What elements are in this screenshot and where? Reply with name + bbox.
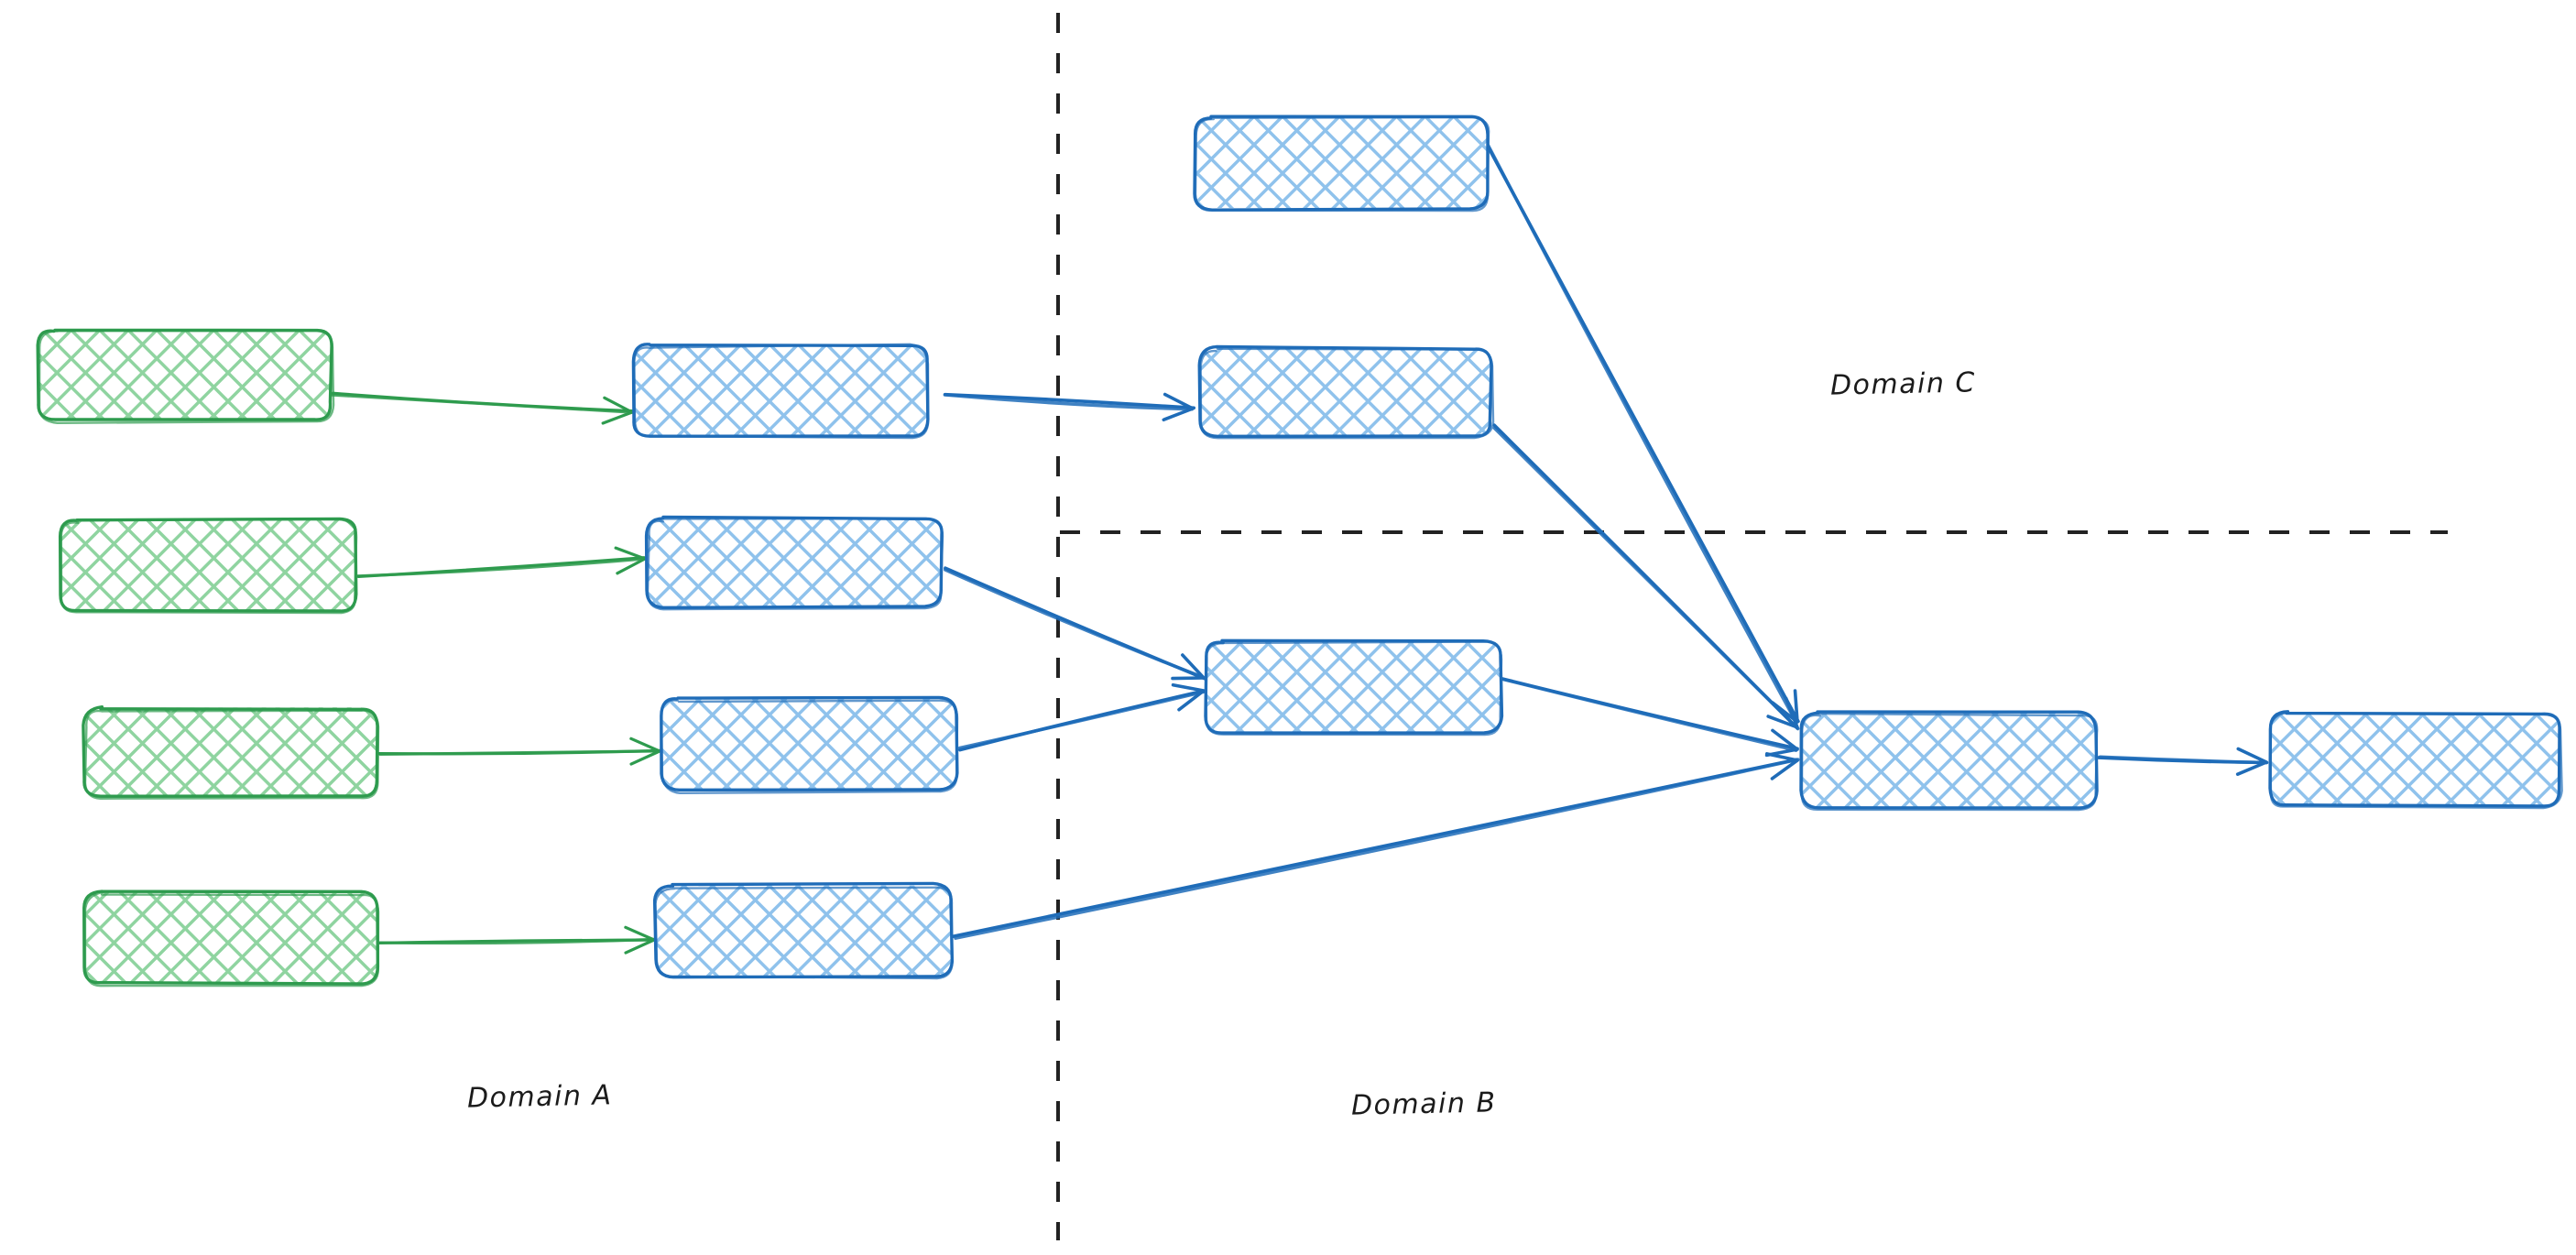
edge-line [1486, 143, 1798, 724]
arrowhead [2235, 747, 2268, 776]
edge-line [954, 758, 1800, 940]
edge-line [329, 393, 635, 414]
domain-c-label: Domain C [1829, 366, 1977, 402]
node-outline-sketch [1199, 347, 1495, 440]
edge-b3-to-c3 [957, 682, 1206, 752]
node-outline-sketch [1194, 115, 1490, 213]
edge-a2-to-b2 [355, 546, 648, 579]
arrowhead [614, 546, 647, 575]
edge-a3-to-b3 [377, 737, 662, 766]
node-outline-sketch [660, 699, 959, 795]
node-fill [38, 329, 333, 420]
arrowhead [629, 737, 661, 766]
node-fill [646, 518, 942, 607]
edge-line [944, 568, 1205, 680]
node-outline-sketch [2268, 712, 2563, 810]
node-outline-sketch [83, 709, 380, 800]
edge-c1-to-d1 [1484, 141, 1800, 724]
edge-line [2098, 755, 2268, 765]
node-fill [2269, 712, 2560, 807]
node-fill [1800, 712, 2097, 809]
node-outline-sketch [654, 886, 954, 980]
edge-line [943, 393, 1194, 411]
node-fill [1205, 641, 1501, 734]
node-b3[interactable] [660, 695, 959, 795]
edge-c3-to-d1 [1500, 677, 1799, 758]
node-a4[interactable] [82, 889, 380, 988]
node-b1[interactable] [631, 343, 930, 440]
node-outline-sketch [646, 517, 944, 611]
node-c2[interactable] [1197, 344, 1495, 440]
node-outline-sketch [1800, 712, 2099, 812]
node-b2[interactable] [644, 515, 944, 611]
node-outline-sketch [1205, 640, 1503, 737]
node-c3[interactable] [1204, 638, 1504, 737]
node-fill [1200, 347, 1492, 437]
edge-line [1500, 677, 1798, 752]
node-outline-sketch [38, 329, 335, 424]
arrowhead [1764, 728, 1799, 758]
node-c1[interactable] [1193, 115, 1490, 213]
node-fill [60, 518, 355, 612]
node-outline-sketch [633, 343, 930, 440]
arrowhead [1766, 696, 1799, 729]
arrowhead [1764, 752, 1799, 780]
edge-d1-to-e1 [2096, 747, 2269, 776]
node-outline [1193, 115, 1490, 212]
edge-b2-to-c3 [944, 566, 1206, 681]
edge-b1-to-c2 [943, 392, 1196, 422]
node-b4[interactable] [652, 881, 955, 980]
node-fill [655, 885, 952, 977]
node-fill [83, 891, 378, 985]
node-a2[interactable] [58, 517, 358, 615]
node-outline [1799, 710, 2099, 810]
edge-line [378, 937, 657, 945]
arrowhead [601, 396, 634, 425]
edge-line [957, 690, 1206, 750]
node-a3[interactable] [82, 704, 380, 800]
domain-a-label: Domain A [466, 1079, 613, 1115]
arrowhead [1171, 653, 1206, 681]
node-outline-sketch [60, 518, 358, 615]
edge-a4-to-b4 [376, 925, 657, 955]
node-e1[interactable] [2268, 710, 2563, 810]
node-outline-sketch [83, 890, 380, 988]
arrowhead [1162, 392, 1195, 422]
edge-line [378, 749, 661, 757]
edges-layer [329, 141, 2269, 955]
node-fill [660, 697, 957, 791]
node-fill [83, 707, 378, 797]
edge-line [1492, 426, 1800, 731]
node-d1[interactable] [1799, 710, 2099, 812]
domain-dividers [1056, 13, 2448, 1240]
node-a1[interactable] [36, 328, 335, 424]
node-fill [633, 344, 928, 436]
nodes-layer [36, 115, 2563, 988]
edge-c2-to-d1 [1492, 423, 1800, 731]
node-fill [1194, 116, 1489, 210]
domain-b-label: Domain B [1350, 1086, 1497, 1122]
edge-line [355, 557, 648, 578]
arrowhead [1171, 682, 1206, 712]
arrowhead [1771, 689, 1799, 724]
edge-a1-to-b1 [329, 391, 635, 425]
edge-b4-to-d1 [951, 752, 1800, 940]
